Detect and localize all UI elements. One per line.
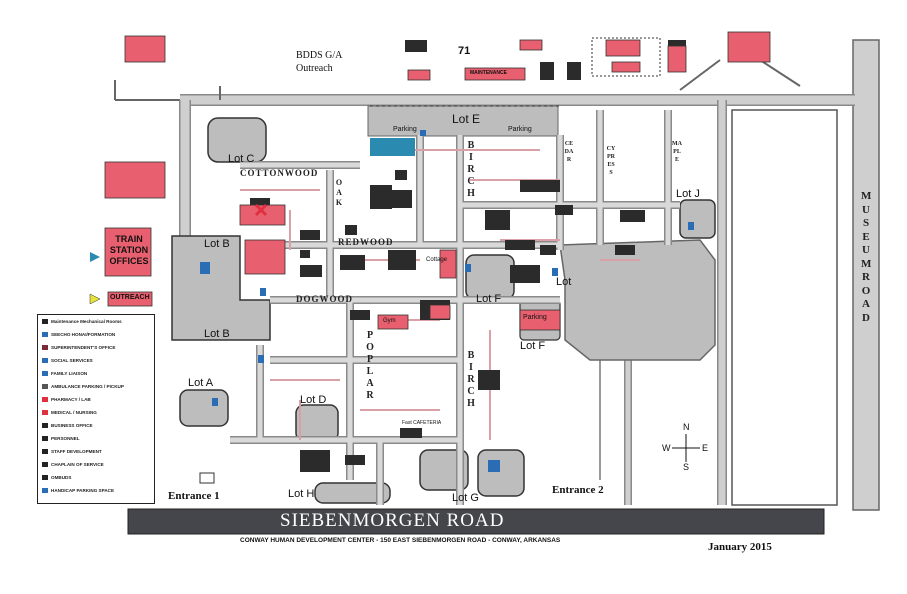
legend-item: MEDICAL / NURSING (42, 410, 97, 416)
lot-h-label: Lot H (288, 488, 315, 500)
legend-item-label: Maintenance Mechanical Rooms (51, 319, 122, 324)
legend-item-label: HANDICAP PARKING SPACE (51, 488, 115, 493)
street-redwood: REDWOOD (338, 237, 394, 247)
blue-square-icon (42, 358, 48, 364)
legend-item: HANDICAP PARKING SPACE (42, 488, 115, 494)
lot-plain-label: Lot (556, 276, 572, 288)
legend-item: FAMILY LIAISON (42, 371, 88, 377)
street-cedar: CEDAR (564, 141, 574, 163)
blue-square-icon (42, 371, 48, 377)
triangle-icon (42, 475, 48, 481)
street-oak: OAK (335, 178, 343, 207)
lot-f-top-label: Lot F (476, 293, 502, 305)
lot-c-label: Lot C (228, 153, 255, 165)
street-cottonwood: COTTONWOOD (240, 168, 319, 178)
compass-s: S (683, 462, 690, 472)
street-birch-south: BIRCH (467, 350, 475, 409)
legend-item-label: SUPERINTENDENT'S OFFICE (51, 345, 116, 350)
legend-item-label: AMBULANCE PARKING / PICKUP (51, 384, 124, 389)
star-icon (42, 345, 48, 351)
outreach-top-label: Outreach (296, 63, 333, 74)
siebenmorgen-road-label: SIEBENMORGEN ROAD (280, 510, 505, 531)
east-parking-area (559, 239, 716, 361)
street-maple: MAPLE (672, 141, 682, 163)
parking-f-label: Parking (523, 314, 547, 321)
bdds-label: BDDS G/A (296, 50, 343, 61)
street-birch-north: BIRCH (467, 140, 475, 199)
outreach-side-label: OUTREACH (110, 294, 150, 301)
parking-e2-label: Parking (508, 126, 532, 133)
lot-g-label: Lot G (452, 492, 479, 504)
lot-a-label: Lot A (188, 377, 214, 389)
legend-item: Maintenance Mechanical Rooms (42, 319, 122, 325)
gym-label: Gym (383, 318, 396, 324)
lot-f-bottom-label: Lot F (520, 340, 546, 352)
training-line-3: OFFICES (109, 256, 149, 266)
number-71-label: 71 (458, 45, 471, 57)
legend-item: PERSONNEL (42, 436, 80, 442)
lot-b-bottom-label: Lot B (204, 328, 230, 340)
training-triangle-icon (90, 252, 100, 262)
handicap-spaces (200, 130, 694, 472)
lot-d-label: Lot D (300, 394, 327, 406)
hash-icon (42, 319, 48, 325)
legend-item-label: FAMILY LIAISON (51, 371, 88, 376)
outreach-triangle-icon (89, 293, 101, 305)
legend-item-label: CHAPLAIN OF SERVICE (51, 462, 104, 467)
footer-date: January 2015 (708, 541, 772, 553)
museum-road-label: MUSEUM ROAD (861, 190, 872, 324)
blue-square-icon (42, 488, 48, 494)
legend-item-label: PHARMACY / LAB (51, 397, 91, 402)
street-poplar: POPLAR (366, 330, 374, 401)
blue-square-icon (42, 332, 48, 338)
training-line-1: TRAIN (115, 234, 143, 244)
street-dogwood: DOGWOOD (296, 294, 354, 304)
triangle-icon (42, 462, 48, 468)
parking-icon (42, 384, 48, 390)
triangle-icon (42, 449, 48, 455)
entrance-1-label: Entrance 1 (168, 490, 220, 502)
legend-item: PHARMACY / LAB (42, 397, 91, 403)
entrance-2-label: Entrance 2 (552, 484, 604, 496)
training-line-2: STATION (109, 245, 149, 255)
compass-n: N (683, 422, 690, 432)
legend-item-label: SOCIAL SERVICES (51, 358, 93, 363)
legend-item-label: MEDICAL / NURSING (51, 410, 97, 415)
legend-item-label: STAFF DEVELOPMENT (51, 449, 102, 454)
cottage-label: Cottage (426, 257, 448, 263)
triangle-icon (42, 423, 48, 429)
legend-item: BUSINESS OFFICE (42, 423, 93, 429)
pharmacy-x-icon (254, 203, 268, 217)
street-cypress: CYPRESS (606, 146, 616, 176)
lot-b-top-label: Lot B (204, 238, 230, 250)
red-cross-icon (42, 410, 48, 416)
legend-item-label: BUSINESS OFFICE (51, 423, 93, 428)
legend-item: SUPERINTENDENT'S OFFICE (42, 345, 116, 351)
maintenance-label: MAINTENANCE (470, 70, 507, 76)
cafeteria-label: Fast CAFETERIA (402, 420, 442, 426)
siebenmorgen-road (127, 508, 825, 535)
parking-e1-label: Parking (393, 126, 417, 133)
legend-item-label: OMBUDS (51, 475, 72, 480)
legend-item: AMBULANCE PARKING / PICKUP (42, 384, 124, 390)
museum-road (852, 39, 880, 511)
compass-e: E (702, 443, 709, 453)
legend-item: SEECHO HONAI/FORMATION (42, 332, 116, 338)
compass-w: W (662, 443, 671, 453)
legend-item: SOCIAL SERVICES (42, 358, 93, 364)
legend-item-label: SEECHO HONAI/FORMATION (51, 332, 116, 337)
triangle-icon (42, 436, 48, 442)
lot-j-label: Lot J (676, 188, 700, 200)
legend-item: CHAPLAIN OF SERVICE (42, 462, 104, 468)
footer-address: CONWAY HUMAN DEVELOPMENT CENTER - 150 EA… (240, 537, 561, 544)
legend-item: STAFF DEVELOPMENT (42, 449, 102, 455)
red-x-icon (42, 397, 48, 403)
legend-item: OMBUDS (42, 475, 72, 481)
lot-e-label: Lot E (452, 112, 481, 126)
legend-item-label: PERSONNEL (51, 436, 80, 441)
training-label: TRAIN STATION OFFICES (106, 234, 152, 267)
